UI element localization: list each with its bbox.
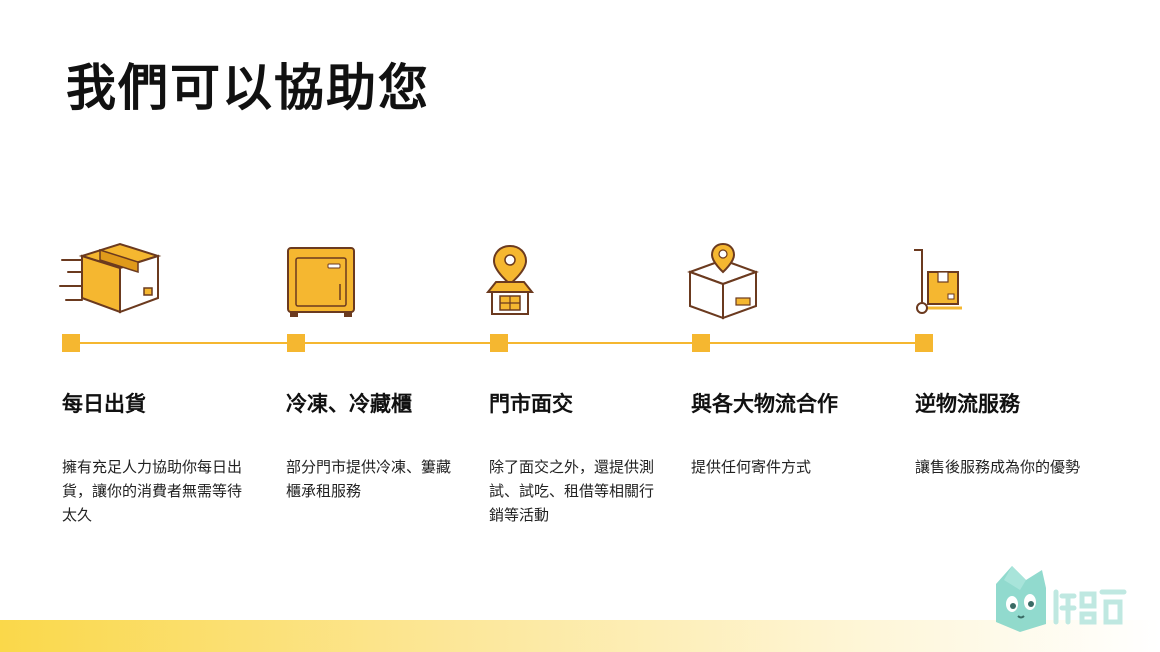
timeline-node [62,334,80,352]
store-location-icon [485,244,535,315]
step-title: 與各大物流合作 [691,392,838,416]
box-location-icon [687,242,759,320]
step-description: 部分門市提供冷凍、簍藏櫃承租服務 [286,458,452,500]
step-description: 讓售後服務成為你的優勢 [915,458,1081,476]
step-title: 逆物流服務 [915,392,1020,416]
fast-delivery-box-icon [59,242,162,314]
step-description: 除了面交之外，還提供測試、試吃、租借等相關行銷等活動 [489,458,655,524]
step-description: 擁有充足人力協助你每日出貨，讓你的消費者無需等待太久 [62,458,243,524]
step-title: 每日出貨 [62,392,146,416]
timeline-node [915,334,933,352]
brand-logo-icon [996,566,1127,632]
step-title: 冷凍、冷藏櫃 [286,392,412,416]
step-description: 提供任何寄件方式 [691,458,812,476]
timeline-node [287,334,305,352]
timeline-node [692,334,710,352]
step-title: 門市面交 [489,392,573,416]
freezer-icon [287,247,355,317]
timeline-node [490,334,508,352]
hand-truck-icon [914,249,962,314]
footer-gradient-band [0,620,1160,652]
page-title: 我們可以協助您 [66,59,430,117]
